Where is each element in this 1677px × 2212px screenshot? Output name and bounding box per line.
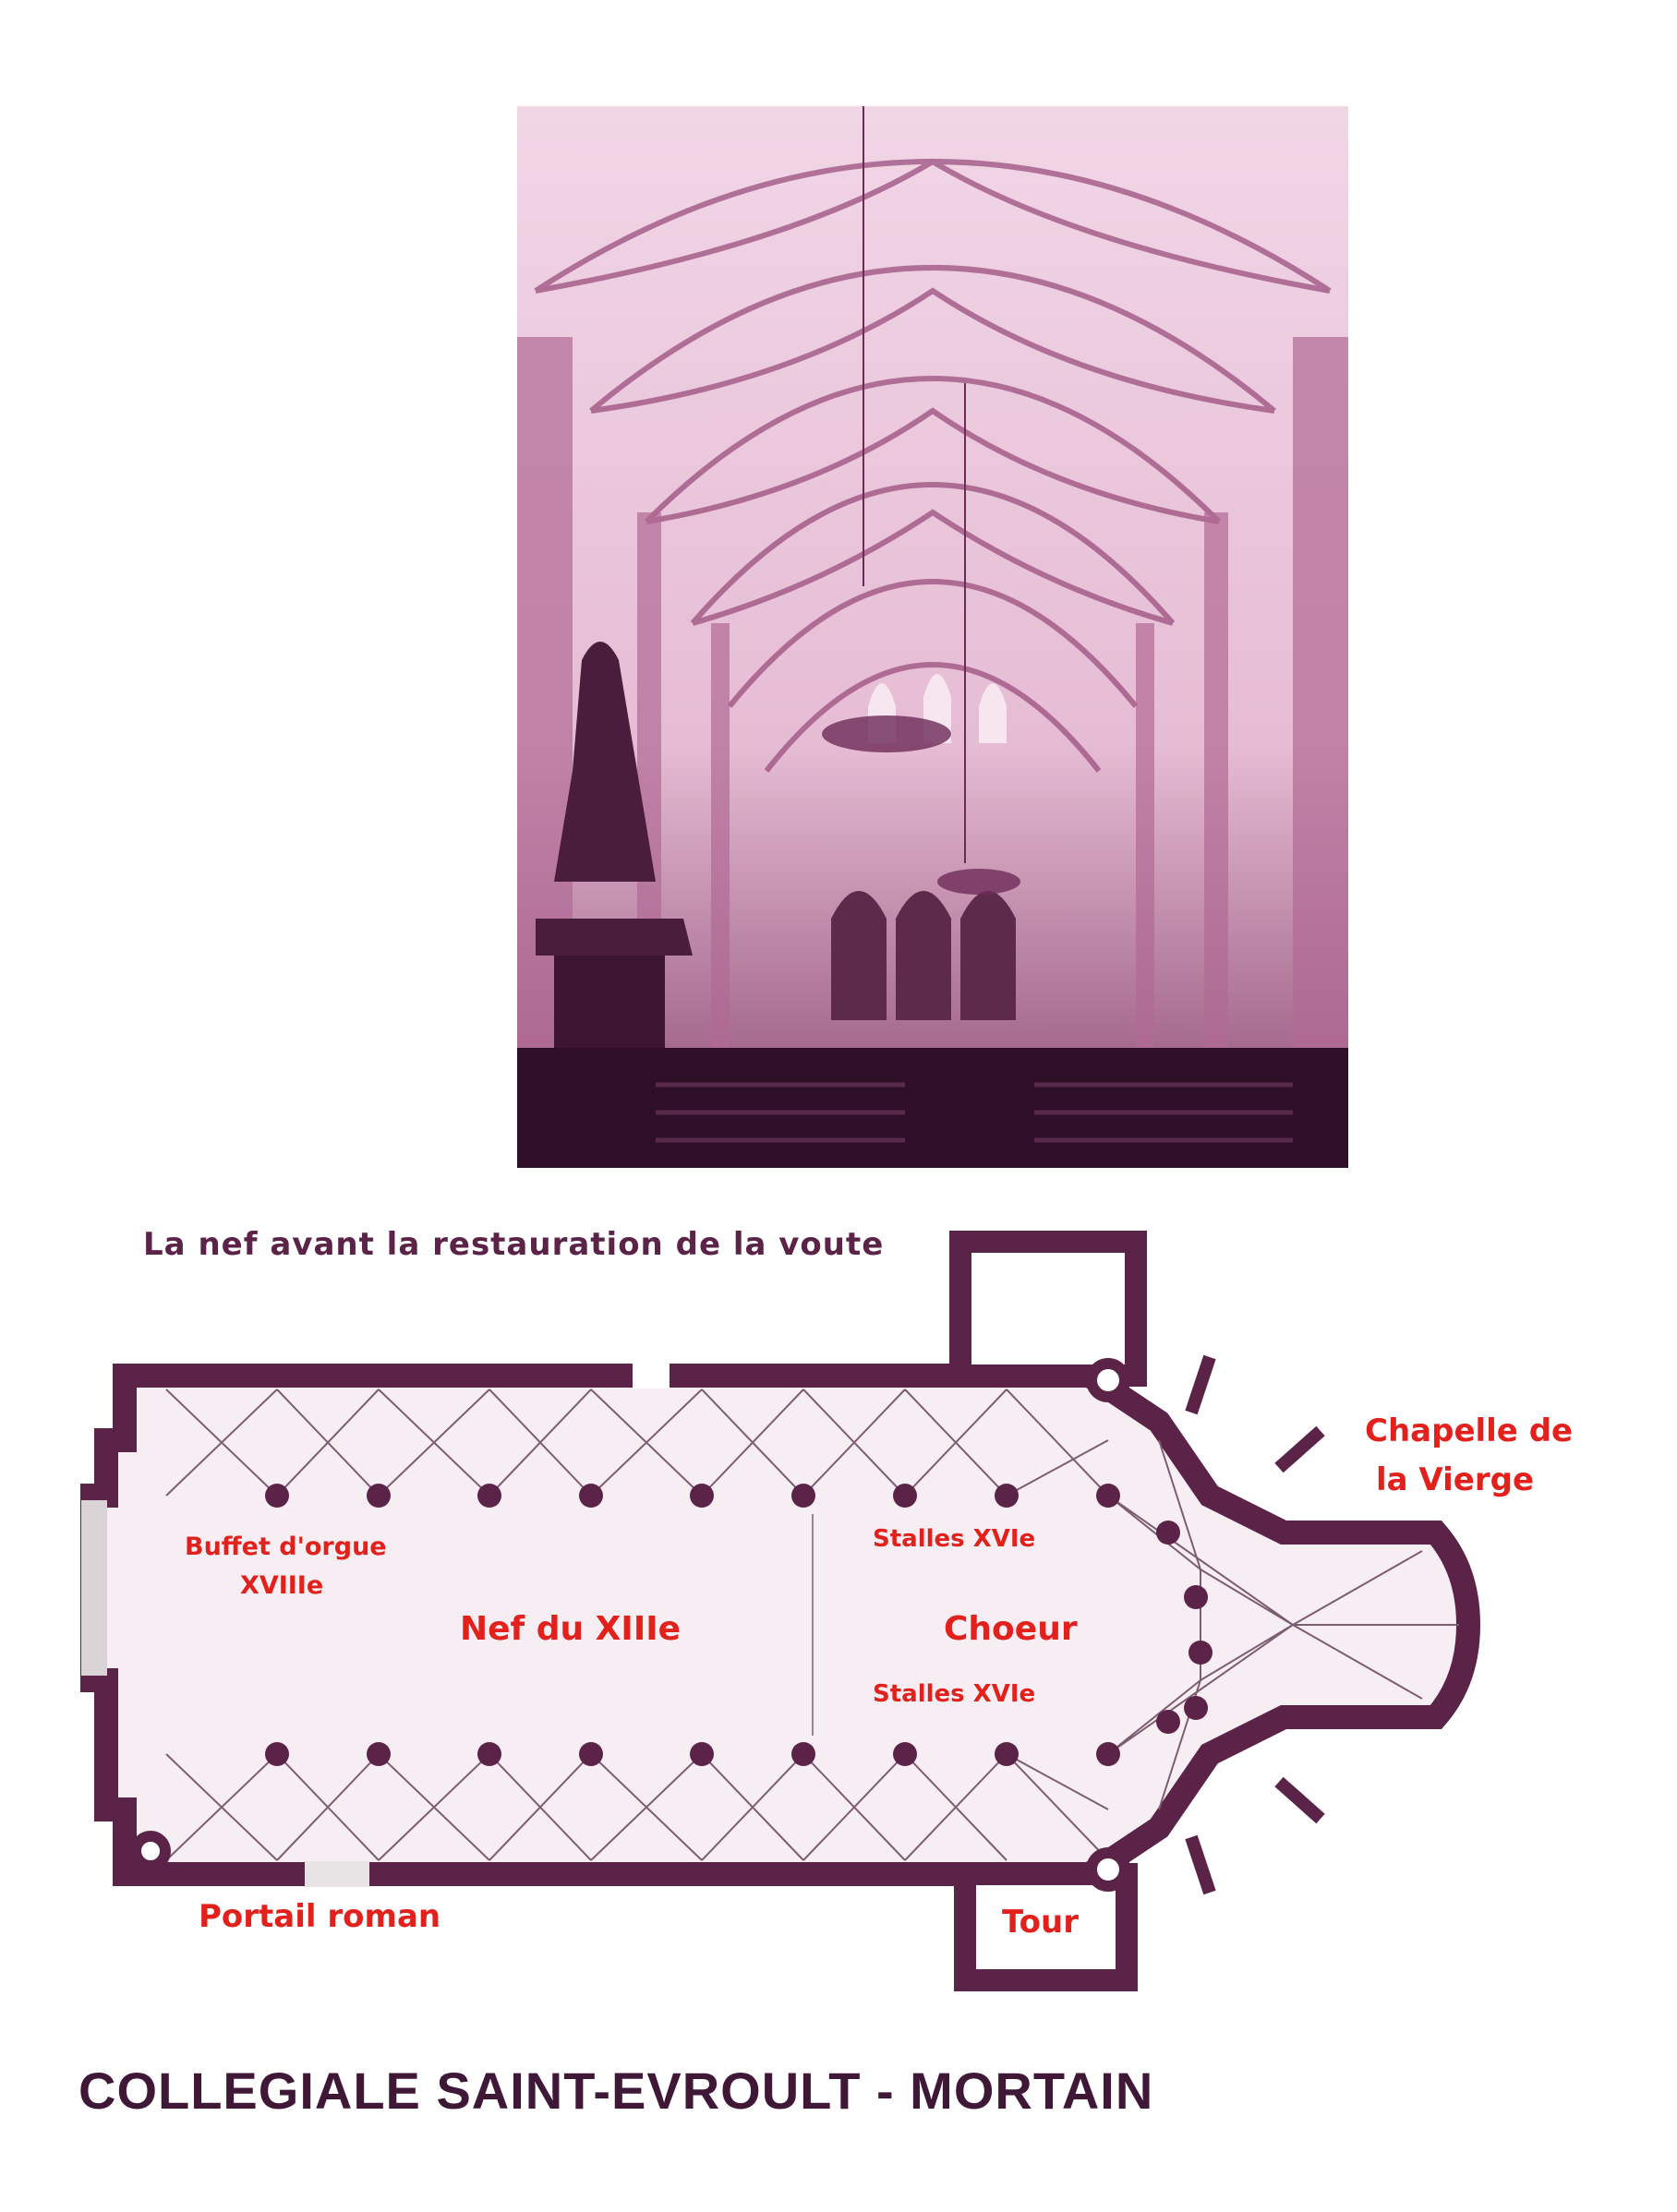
label-stalls-top: Stalles XVIe [873,1525,1036,1553]
label-organ-line2: XVIIIe [240,1571,324,1600]
floor-plan [80,1231,1481,1991]
label-organ-line1: Buffet d'orgue [185,1533,387,1561]
photo-caption: La nef avant la restauration de la voute [143,1226,885,1263]
label-stalls-bottom: Stalles XVIe [873,1680,1036,1708]
page-title: COLLEGIALE SAINT-EVROULT - MORTAIN [78,2062,1154,2120]
nave-photo [517,106,1348,1168]
plan-wall [80,1364,1481,1886]
label-chapel-line1: Chapelle de [1365,1413,1574,1449]
label-portal: Portail roman [199,1898,441,1935]
label-tower: Tour [1002,1904,1080,1941]
label-choir: Choeur [944,1610,1078,1648]
label-nave: Nef du XIIIe [460,1610,682,1648]
label-chapel-line2: la Vierge [1376,1461,1535,1498]
